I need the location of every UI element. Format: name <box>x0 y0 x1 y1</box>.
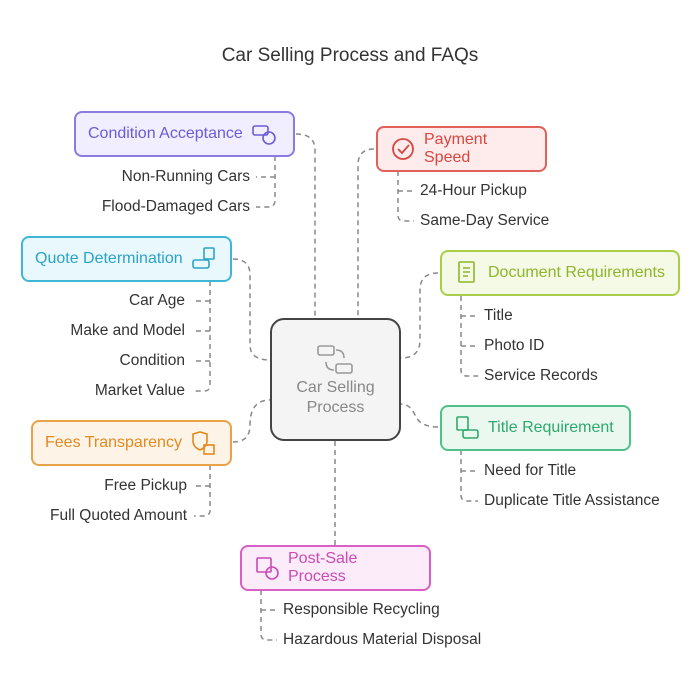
list-item: Condition <box>119 352 186 369</box>
list-item: Service Records <box>484 367 598 384</box>
node-fees-transparency[interactable]: Fees Transparency <box>31 420 232 466</box>
list-item: Non-Running Cars <box>121 168 250 185</box>
title-car-icon <box>456 416 479 439</box>
node-label: Fees Transparency <box>45 434 182 451</box>
list-item: Title <box>484 307 513 324</box>
center-node[interactable]: Car Selling Process <box>270 318 401 441</box>
node-payment-speed[interactable]: Payment Speed <box>376 126 547 172</box>
car-sad-face-icon <box>251 125 276 145</box>
node-post-sale-process[interactable]: Post-Sale Process <box>240 545 431 591</box>
node-label: Title Requirement <box>488 419 614 436</box>
node-title-requirement[interactable]: Title Requirement <box>440 405 631 451</box>
list-item: Duplicate Title Assistance <box>484 492 660 509</box>
node-document-requirements[interactable]: Document Requirements <box>440 250 680 296</box>
recycle-box-icon <box>256 557 279 580</box>
list-item: 24-Hour Pickup <box>420 182 527 199</box>
center-label-line1: Car Selling <box>296 378 375 396</box>
node-quote-determination[interactable]: Quote Determination <box>21 236 232 282</box>
center-label-line2: Process <box>306 398 365 416</box>
diagram-title: Car Selling Process and FAQs <box>221 45 479 66</box>
node-label: Payment Speed <box>424 131 488 166</box>
car-checklist-icon <box>191 247 215 269</box>
node-label: Condition Acceptance <box>88 125 243 142</box>
car-swap-icon <box>316 344 353 374</box>
list-item: Photo ID <box>484 337 545 354</box>
node-label: Document Requirements <box>488 264 665 281</box>
list-item: Car Age <box>128 292 185 309</box>
list-item: Hazardous Material Disposal <box>283 631 482 648</box>
list-item: Need for Title <box>484 462 577 479</box>
list-item: Responsible Recycling <box>283 601 440 618</box>
list-item: Same-Day Service <box>420 212 550 229</box>
list-item: Flood-Damaged Cars <box>101 198 250 215</box>
check-badge-icon <box>392 138 414 160</box>
list-item: Market Value <box>94 382 185 399</box>
node-label: Post-Sale Process <box>288 550 358 585</box>
node-label: Quote Determination <box>35 250 183 267</box>
document-icon <box>458 261 475 283</box>
shield-check-icon <box>192 431 215 455</box>
list-item: Free Pickup <box>104 477 187 494</box>
list-item: Make and Model <box>70 322 185 339</box>
list-item: Full Quoted Amount <box>50 507 187 524</box>
node-condition-acceptance[interactable]: Condition Acceptance <box>74 111 295 157</box>
